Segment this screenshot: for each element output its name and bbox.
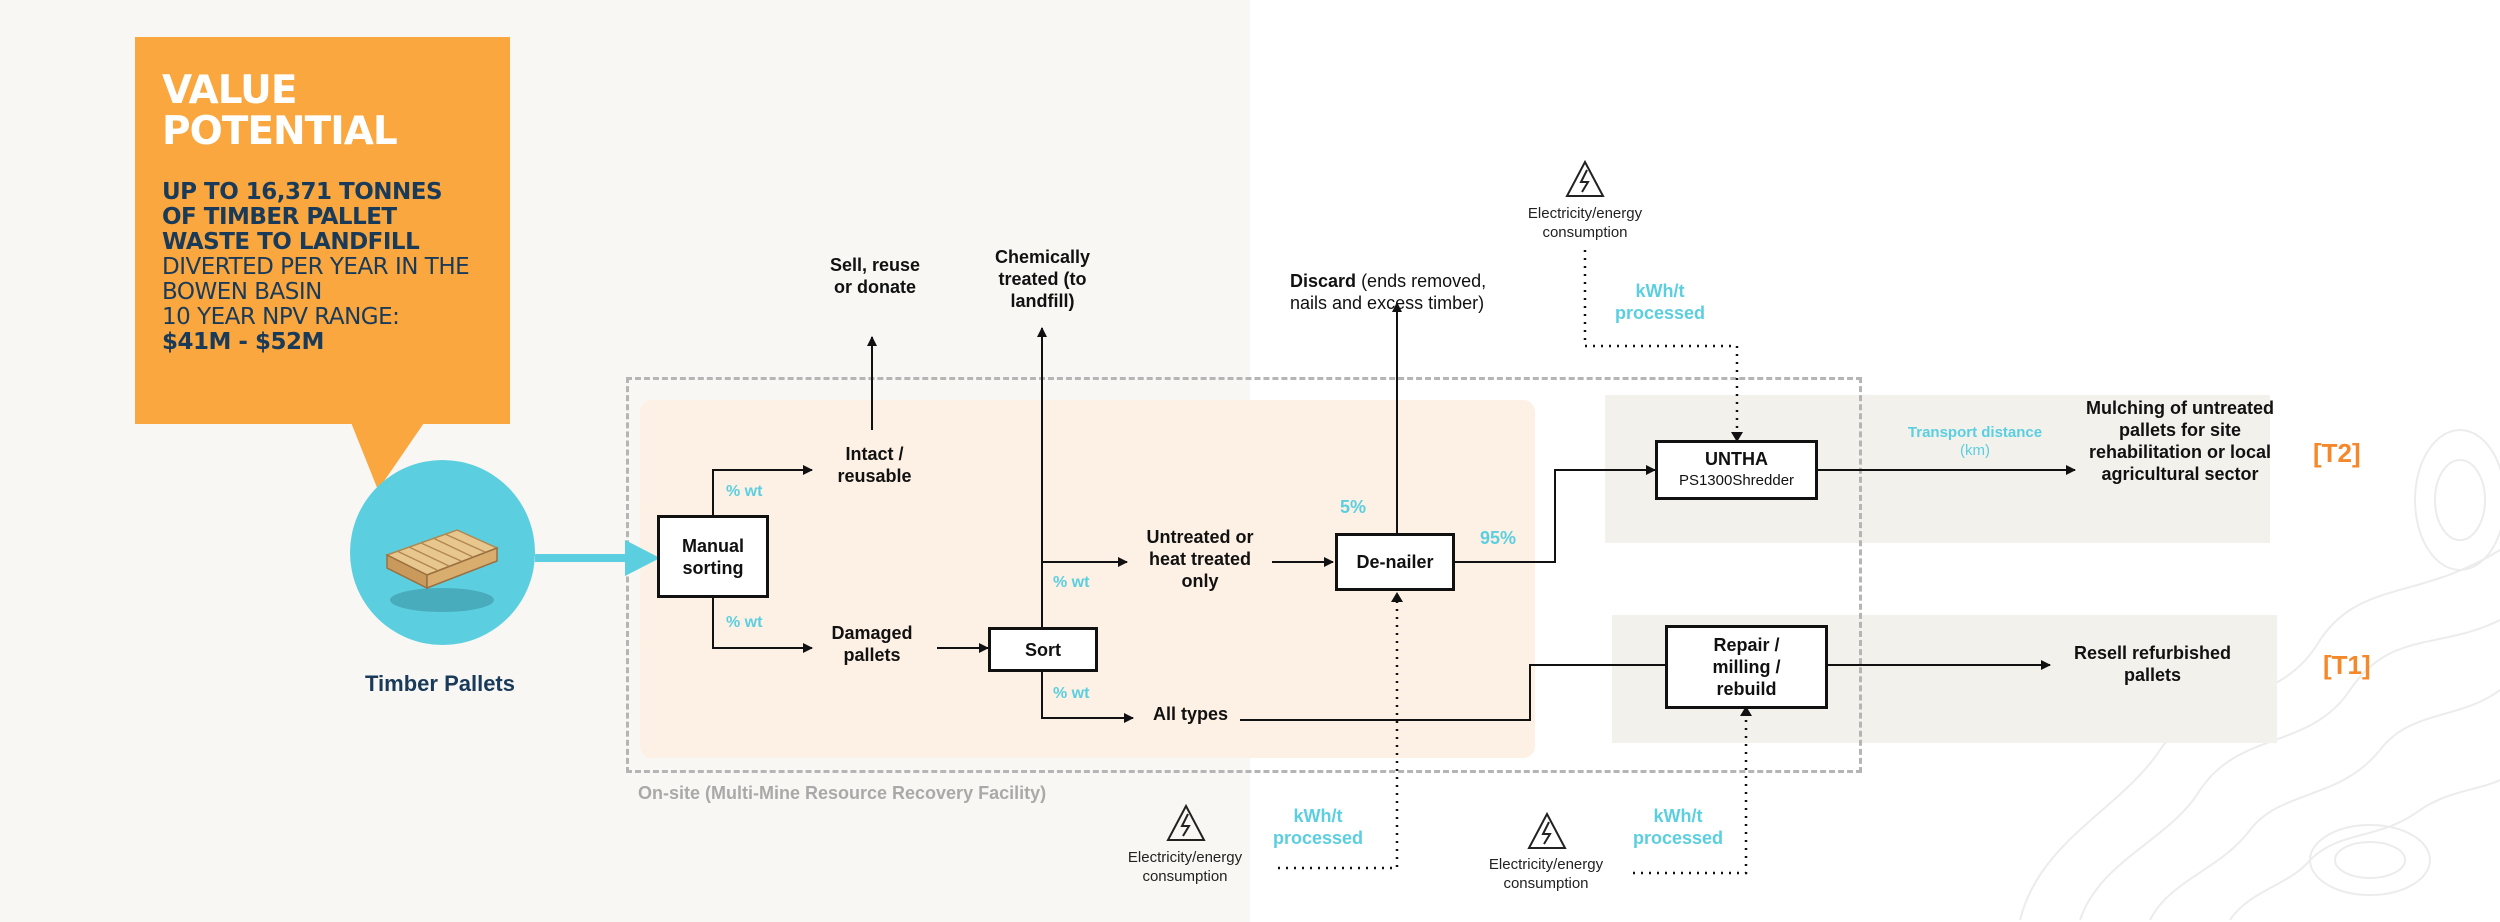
repair-label: Repair / milling / rebuild [1712, 635, 1781, 699]
sell-reuse-donate-label: Sell, reuse or donate [829, 255, 921, 297]
transport-distance-text: Transport distance [1907, 424, 2043, 441]
energy-label-denailer: Electricity/energy consumption [1127, 849, 1243, 885]
untha-shredder-box: UNTHA PS1300Shredder [1655, 440, 1818, 500]
pct-ninety-five: 95% [1480, 528, 1517, 548]
manual-sorting-box: Manual sorting [657, 515, 769, 598]
kwh-label-top: kWh/t processed [1614, 281, 1706, 323]
callout-body: UP TO 16,371 TONNES OF TIMBER PALLET WAS… [162, 180, 482, 355]
mulching-label: Mulching of untreated pallets for site r… [2086, 398, 2274, 484]
pallet-icon [385, 529, 499, 612]
denailer-box: De-nailer [1335, 533, 1455, 591]
pct-wt-damaged: % wt [726, 614, 763, 631]
callout-title: VALUE POTENTIAL [162, 68, 398, 154]
resell-label: Resell refurbished pallets [2073, 643, 2232, 685]
lightning-bolt-icon [1527, 812, 1567, 849]
untha-title: UNTHA [1705, 449, 1768, 469]
callout-line-1: UP TO 16,371 TONNES OF TIMBER PALLET WAS… [162, 179, 443, 255]
facility-label: On-site (Multi-Mine Resource Recovery Fa… [638, 783, 1047, 803]
tier-t1-label: [T1] [2323, 650, 2371, 680]
value-potential-callout [135, 37, 510, 424]
facility-boundary [626, 377, 1862, 773]
energy-label-top: Electricity/energy consumption [1527, 205, 1643, 241]
transport-unit: (km) [1960, 442, 1990, 459]
pct-wt-untreated: % wt [1053, 574, 1090, 591]
kwh-label-denailer: kWh/t processed [1272, 806, 1364, 848]
damaged-pallets-label: Damaged pallets [831, 623, 913, 665]
energy-label-repair: Electricity/energy consumption [1488, 856, 1604, 892]
intact-reusable-label: Intact / reusable [837, 444, 912, 486]
untreated-label: Untreated or heat treated only [1146, 527, 1254, 591]
sort-label: Sort [1025, 639, 1061, 660]
pct-wt-intact: % wt [726, 483, 763, 500]
all-types-label: All types [1152, 704, 1229, 724]
kwh-label-repair: kWh/t processed [1632, 806, 1724, 848]
tier-t2-label: [T2] [2313, 438, 2361, 468]
discard-detail: (ends removed, nails and excess timber) [1290, 271, 1487, 313]
pct-wt-all-types: % wt [1053, 685, 1090, 702]
pct-five: 5% [1340, 497, 1367, 517]
denailer-label: De-nailer [1356, 552, 1434, 572]
chemically-treated-label: Chemically treated (to landfill) [994, 247, 1091, 311]
transport-label: Transport distance (km) [1880, 424, 2070, 460]
lightning-bolt-icon [1166, 804, 1206, 841]
callout-line-3: 10 YEAR NPV RANGE: [162, 304, 400, 330]
sort-box: Sort [988, 627, 1098, 672]
repair-box: Repair / milling / rebuild [1665, 625, 1828, 709]
manual-sorting-label: Manual sorting [681, 535, 744, 578]
timber-pallets-label: Timber Pallets [365, 671, 515, 696]
untha-model: PS1300Shredder [1678, 472, 1795, 489]
discard-label: Discard (ends removed, nails and excess … [1290, 270, 1510, 314]
callout-line-4: $41M - $52M [162, 329, 324, 355]
discard-bold: Discard [1290, 271, 1357, 291]
lightning-bolt-icon [1565, 160, 1605, 197]
callout-line-2: DIVERTED PER YEAR IN THE BOWEN BASIN [162, 254, 470, 305]
